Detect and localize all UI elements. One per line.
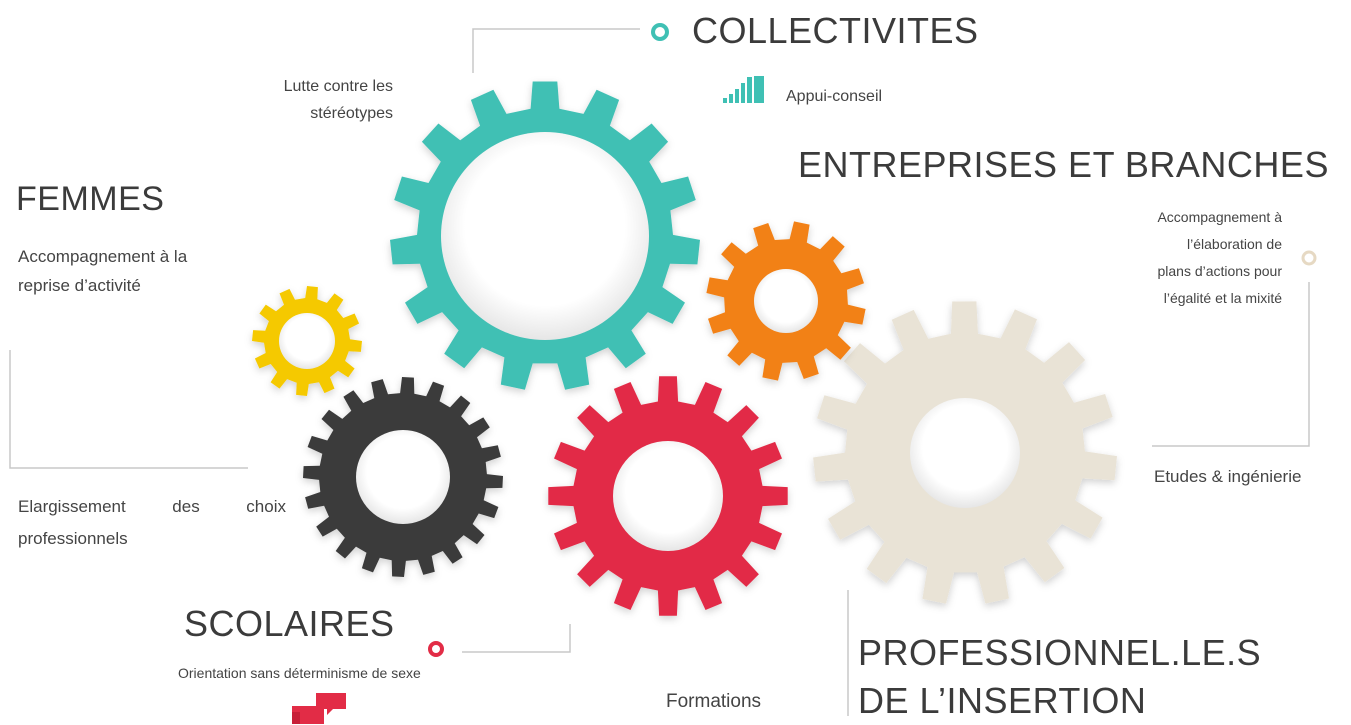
gear-red bbox=[548, 376, 788, 616]
gear-beige-hole bbox=[910, 398, 1020, 508]
scolaires-title: SCOLAIRES bbox=[184, 603, 395, 644]
bar-chart-icon bbox=[723, 76, 764, 103]
gear-yellow-hole bbox=[279, 313, 335, 369]
gear-dark bbox=[303, 377, 503, 577]
professionnels-title: PROFESSIONNEL.LE.S DE L’INSERTION bbox=[858, 632, 1262, 721]
connector-etudes bbox=[1152, 282, 1310, 447]
chat-bubbles-icon bbox=[292, 693, 346, 724]
collectivites-title: COLLECTIVITES bbox=[692, 10, 979, 51]
gear-red-hole bbox=[613, 441, 723, 551]
gear-teal-hole bbox=[441, 132, 649, 340]
collectivites-service: Appui-conseil bbox=[786, 88, 883, 105]
formations-text: Formations bbox=[666, 691, 762, 712]
femmes-service: Accompagnement à la reprise d’activité bbox=[18, 247, 188, 295]
scolaires-marker bbox=[428, 641, 444, 657]
connector-femmes bbox=[9, 350, 248, 469]
gear-beige bbox=[813, 301, 1117, 604]
entreprises-service: Accompagnement à l’élaboration de plans … bbox=[1157, 209, 1282, 306]
entreprises-marker bbox=[1301, 250, 1317, 266]
gear-dark-hole bbox=[356, 430, 450, 524]
collectivites-marker bbox=[651, 23, 669, 41]
scolaires-service: Orientation sans déterminisme de sexe bbox=[178, 665, 421, 681]
gear-yellow bbox=[252, 286, 362, 396]
gear-teal bbox=[390, 81, 700, 390]
choix-text: Elargissement des choix professionnels bbox=[18, 497, 286, 548]
etudes-text: Etudes & ingénierie bbox=[1154, 467, 1302, 486]
femmes-title: FEMMES bbox=[16, 180, 165, 218]
stereotypes-text: Lutte contre les stéréotypes bbox=[283, 78, 393, 122]
connector-collectivites bbox=[472, 28, 640, 73]
gear-orange-hole bbox=[754, 269, 818, 333]
connector-scolaires bbox=[462, 624, 571, 653]
gear-orange bbox=[706, 221, 866, 381]
entreprises-title: ENTREPRISES ET BRANCHES bbox=[798, 144, 1329, 185]
